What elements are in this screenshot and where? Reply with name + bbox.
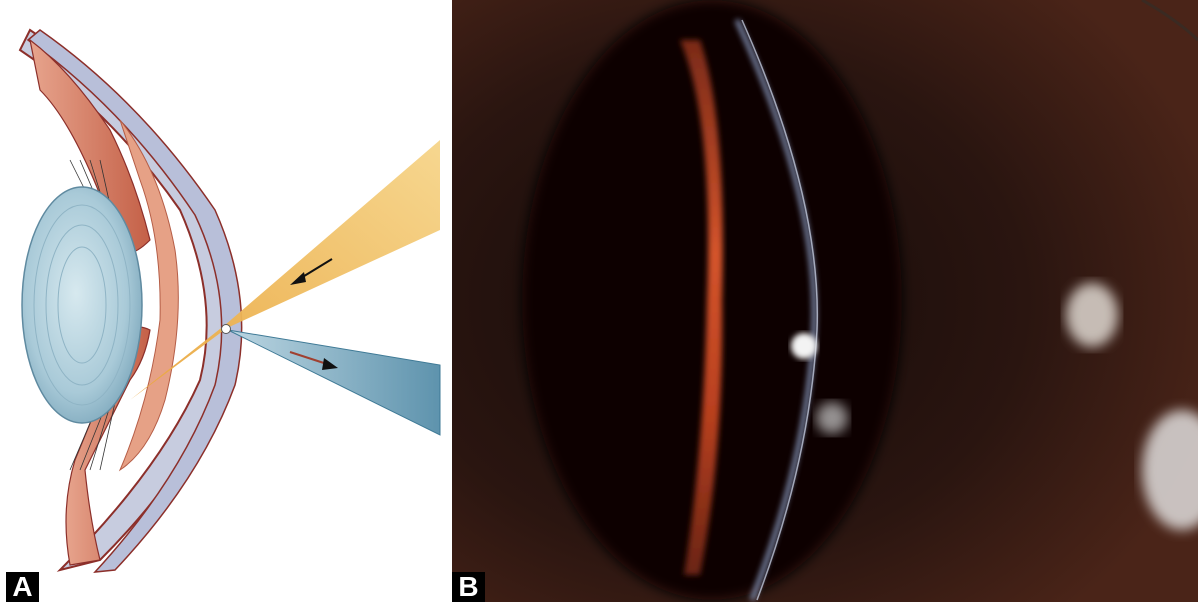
lens-reflex [1066,283,1118,347]
eye-diagram-panel [0,0,448,602]
secondary-reflex [816,402,848,434]
panel-label-b: B [452,572,485,602]
incidence-point [222,325,231,334]
slit-lamp-photograph [452,0,1198,602]
reflected-light-beam [228,330,440,435]
corneal-reflex [791,333,817,359]
eye-cross-section-illustration [0,0,448,602]
slit-lamp-photo-panel [452,0,1198,602]
crystalline-lens [22,187,142,423]
panel-label-a: A [6,572,39,602]
